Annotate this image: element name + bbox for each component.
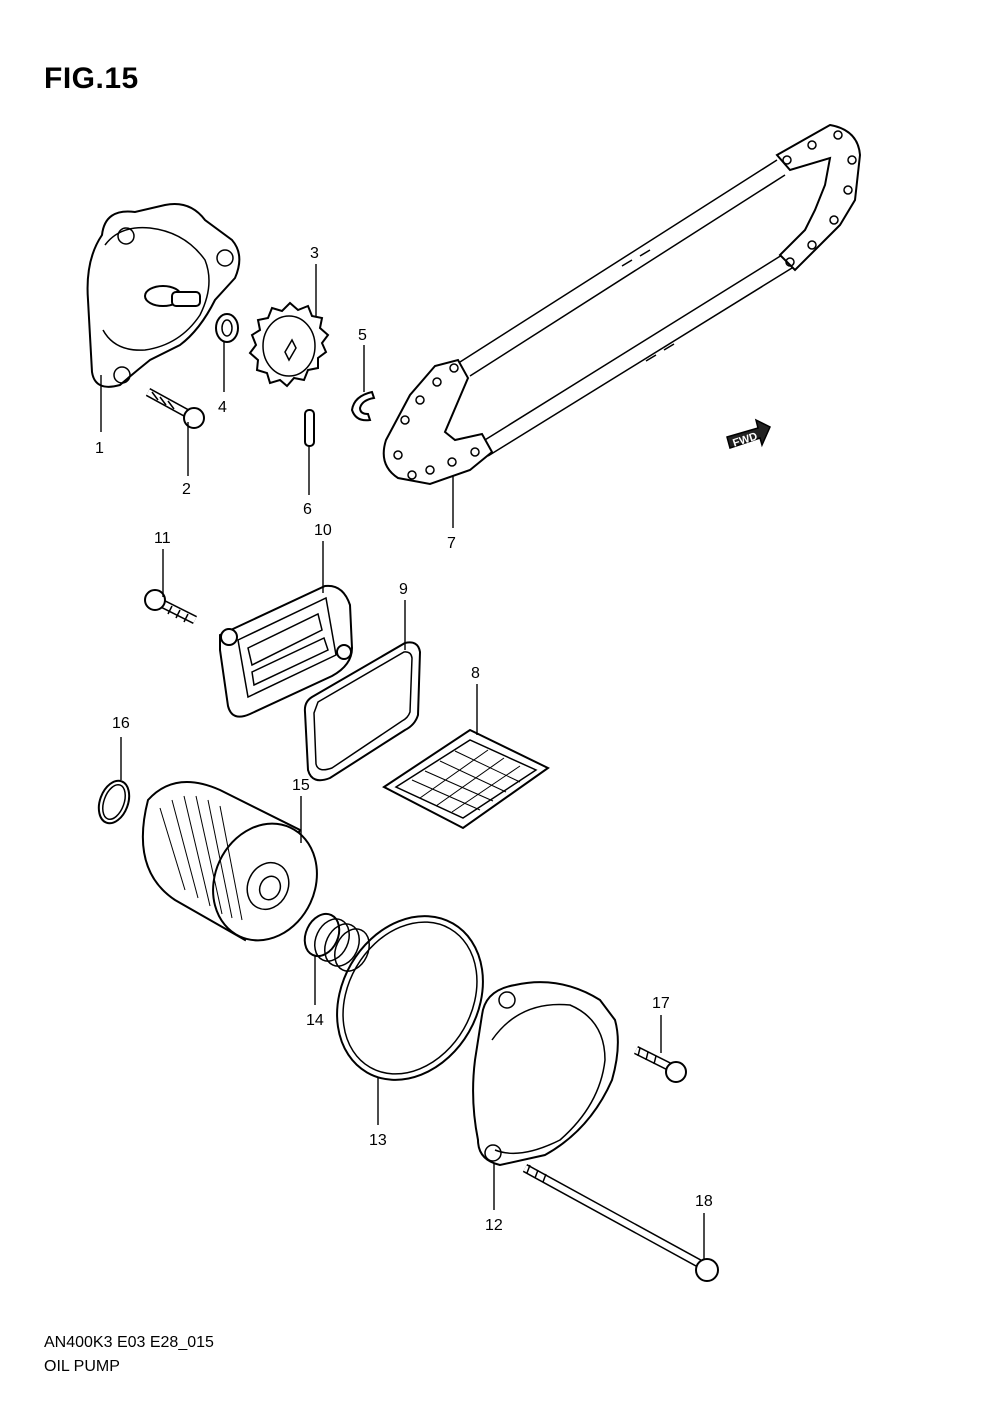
callout-14: 14 <box>306 1012 324 1029</box>
long-bolt-part-18[interactable] <box>522 1164 719 1282</box>
washer-part-4[interactable] <box>215 313 239 343</box>
callout-13: 13 <box>369 1132 387 1149</box>
callout-16: 16 <box>112 715 130 732</box>
bolt-part-17[interactable] <box>633 1045 687 1083</box>
callout-3: 3 <box>310 245 319 262</box>
leader-lines <box>100 264 705 1260</box>
callout-11: 11 <box>154 530 171 547</box>
callout-10: 10 <box>314 522 332 539</box>
callout-8: 8 <box>471 665 480 682</box>
callout-17: 17 <box>652 995 670 1012</box>
bolt-part-11[interactable] <box>144 589 198 625</box>
callout-5: 5 <box>358 327 367 344</box>
callout-4: 4 <box>218 399 227 416</box>
callout-numbers: 1 2 3 4 5 6 7 8 9 10 11 12 13 14 15 16 1… <box>95 245 713 1234</box>
bolt-part-2[interactable] <box>145 388 205 429</box>
callout-7: 7 <box>447 535 456 552</box>
fwd-label: FWD <box>731 430 759 449</box>
callout-2: 2 <box>182 481 191 498</box>
oil-pump-body-part[interactable] <box>86 203 241 388</box>
callout-6: 6 <box>303 501 312 518</box>
section-name: OIL PUMP <box>44 1358 120 1375</box>
pump-cover-plate-part[interactable] <box>219 584 354 718</box>
oil-filter-cap-part[interactable] <box>472 981 619 1167</box>
model-code: AN400K3 E03 E28_015 <box>44 1334 214 1351</box>
oil-filter-part[interactable] <box>141 781 336 958</box>
pin-part-6[interactable] <box>304 409 315 447</box>
callout-18: 18 <box>695 1193 713 1210</box>
spring-part-14[interactable] <box>298 908 376 976</box>
o-ring-part-16[interactable] <box>93 777 134 828</box>
callout-1: 1 <box>95 440 104 457</box>
drive-chain-part[interactable] <box>382 123 862 486</box>
driven-gear-part[interactable] <box>248 301 330 388</box>
forward-arrow-icon: FWD <box>726 418 771 450</box>
callout-15: 15 <box>292 777 310 794</box>
callout-9: 9 <box>399 581 408 598</box>
o-ring-part-13[interactable] <box>308 890 512 1107</box>
circlip-part-5[interactable] <box>350 390 376 422</box>
figure-title: FIG.15 <box>44 62 139 95</box>
callout-12: 12 <box>485 1217 503 1234</box>
gasket-part-9[interactable] <box>303 641 422 782</box>
oil-strainer-part[interactable] <box>382 728 550 830</box>
